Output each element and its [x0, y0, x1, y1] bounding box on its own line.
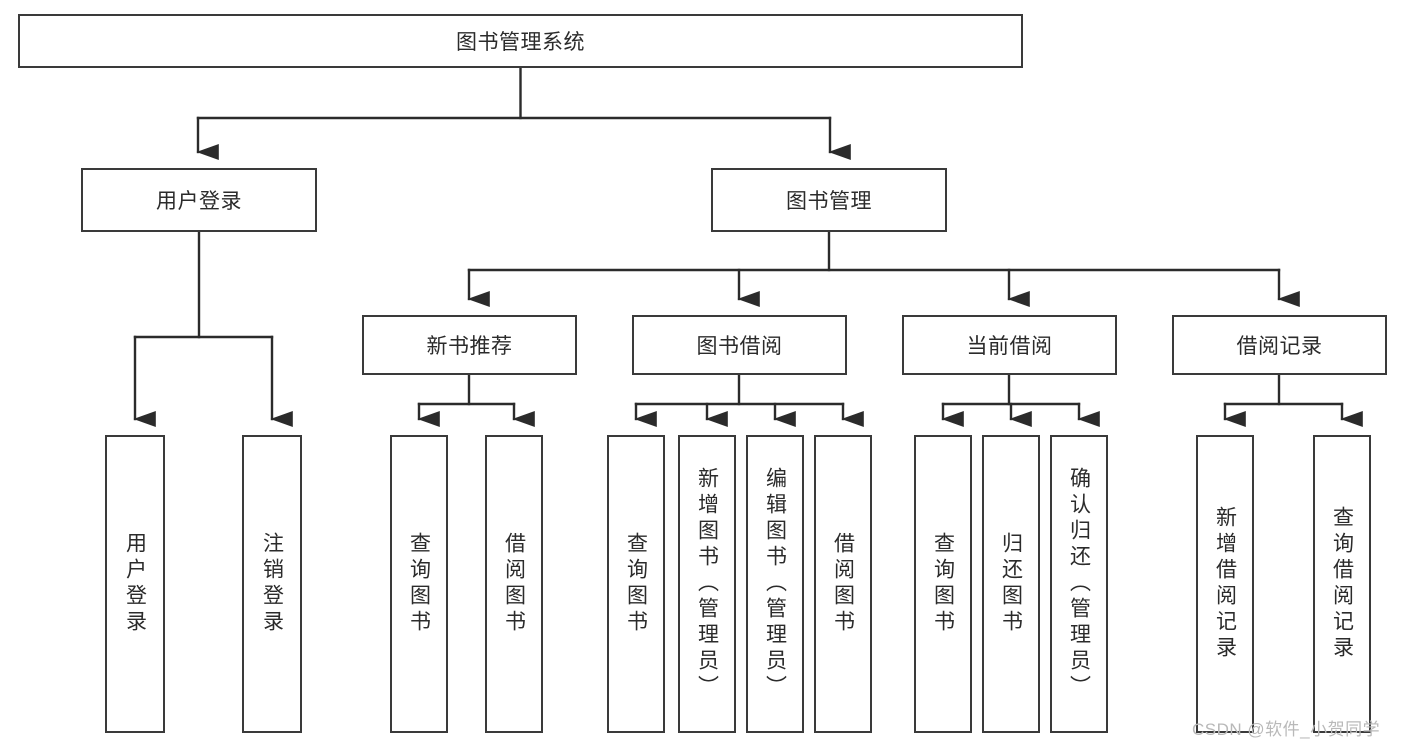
- node-root-label: 图书管理系统: [456, 31, 585, 54]
- leaf-add-borrow-record[interactable]: 新增借阅记录: [1196, 435, 1254, 733]
- leaf-label: 查询图书: [407, 532, 431, 636]
- leaf-label: 借阅图书: [502, 532, 526, 636]
- leaf-label: 用户登录: [123, 532, 147, 636]
- leaf-label: 注销登录: [260, 532, 284, 636]
- leaf-add-book-admin[interactable]: 新增图书（管理员）: [678, 435, 736, 733]
- leaf-label: 查询图书: [931, 532, 955, 636]
- leaf-borrow-book-recommend[interactable]: 借阅图书: [485, 435, 543, 733]
- leaf-confirm-return-admin[interactable]: 确认归还（管理员）: [1050, 435, 1108, 733]
- node-root[interactable]: 图书管理系统: [18, 14, 1023, 68]
- node-book-borrow[interactable]: 图书借阅: [632, 315, 847, 375]
- leaf-query-borrow-record[interactable]: 查询借阅记录: [1313, 435, 1371, 733]
- node-borrow-record-label: 借阅记录: [1236, 335, 1323, 358]
- leaf-label: 查询图书: [624, 532, 648, 636]
- leaf-query-book-current[interactable]: 查询图书: [914, 435, 972, 733]
- leaf-query-book-recommend[interactable]: 查询图书: [390, 435, 448, 733]
- leaf-logout[interactable]: 注销登录: [242, 435, 302, 733]
- node-book-management-label: 图书管理: [786, 190, 872, 213]
- node-new-book-recommend-label: 新书推荐: [426, 335, 513, 358]
- leaf-label: 查询借阅记录: [1330, 506, 1354, 662]
- leaf-label: 新增借阅记录: [1213, 506, 1237, 662]
- leaf-label: 新增图书（管理员）: [695, 467, 719, 701]
- node-borrow-record[interactable]: 借阅记录: [1172, 315, 1387, 375]
- leaf-label: 确认归还（管理员）: [1067, 467, 1091, 701]
- leaf-label: 借阅图书: [831, 532, 855, 636]
- leaf-edit-book-admin[interactable]: 编辑图书（管理员）: [746, 435, 804, 733]
- node-user-login-label: 用户登录: [156, 190, 242, 213]
- node-new-book-recommend[interactable]: 新书推荐: [362, 315, 577, 375]
- leaf-borrow-book[interactable]: 借阅图书: [814, 435, 872, 733]
- node-user-login[interactable]: 用户登录: [81, 168, 317, 232]
- node-current-borrow[interactable]: 当前借阅: [902, 315, 1117, 375]
- leaf-label: 编辑图书（管理员）: [763, 467, 787, 701]
- node-book-management[interactable]: 图书管理: [711, 168, 947, 232]
- leaf-query-book-borrow[interactable]: 查询图书: [607, 435, 665, 733]
- node-book-borrow-label: 图书借阅: [696, 335, 783, 358]
- leaf-return-book[interactable]: 归还图书: [982, 435, 1040, 733]
- node-current-borrow-label: 当前借阅: [966, 335, 1053, 358]
- leaf-label: 归还图书: [999, 532, 1023, 636]
- leaf-user-login[interactable]: 用户登录: [105, 435, 165, 733]
- csdn-watermark: CSDN @软件_小贺同学: [1192, 720, 1381, 739]
